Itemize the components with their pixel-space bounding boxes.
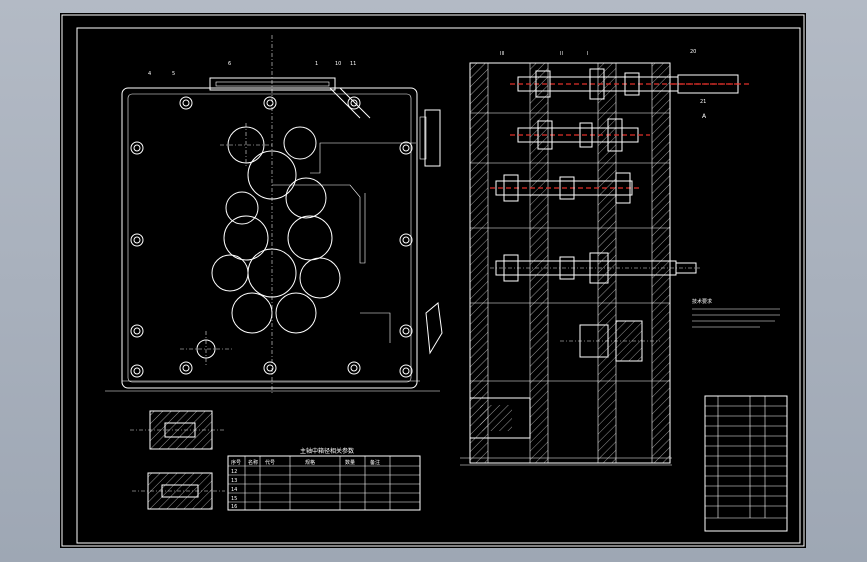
inner-frame: [76, 27, 801, 544]
parts-table: 主轴中箱径相关参数 序号 名称 代号 规格 数量 备注 12: [227, 447, 421, 511]
label-4: 4: [148, 71, 151, 77]
view-label-ii: II: [560, 51, 563, 57]
label-11: 11: [350, 61, 356, 67]
outer-frame: [61, 14, 805, 547]
gearbox-front-view: 4 5 6 1 10 11: [105, 35, 443, 393]
drawing-sheet: 4 5 6 1 10 11 主轴中箱径相关参: [60, 13, 806, 548]
label-20: 20: [690, 49, 696, 55]
gearbox-section-view: III II I 20 21 A: [460, 49, 750, 466]
label-10: 10: [335, 61, 341, 67]
svg-text:数量: 数量: [345, 459, 355, 466]
title-block: [704, 395, 788, 532]
section-label-a: A: [702, 113, 707, 120]
parts-table-title: 主轴中箱径相关参数: [300, 447, 354, 455]
view-label-iii: III: [500, 51, 504, 57]
svg-text:代号: 代号: [265, 459, 275, 466]
svg-text:序号: 序号: [231, 459, 241, 466]
notes-title: 技术要求: [692, 298, 712, 305]
svg-text:13: 13: [231, 478, 237, 484]
technical-notes: 技术要求: [692, 298, 780, 328]
view-label-i: I: [587, 51, 588, 57]
detail-section-2: [132, 472, 225, 510]
svg-text:16: 16: [231, 504, 237, 510]
svg-text:规格: 规格: [305, 459, 315, 466]
detail-section-1: [130, 410, 225, 450]
svg-text:12: 12: [231, 469, 237, 475]
label-1: 1: [315, 61, 318, 67]
svg-text:15: 15: [231, 496, 237, 502]
cad-drawing: 4 5 6 1 10 11 主轴中箱径相关参: [61, 14, 805, 547]
svg-text:备注: 备注: [370, 459, 380, 466]
label-5: 5: [172, 71, 175, 77]
label-6: 6: [228, 61, 231, 67]
svg-text:14: 14: [231, 487, 237, 493]
svg-text:名称: 名称: [248, 459, 258, 466]
label-21: 21: [700, 99, 706, 105]
